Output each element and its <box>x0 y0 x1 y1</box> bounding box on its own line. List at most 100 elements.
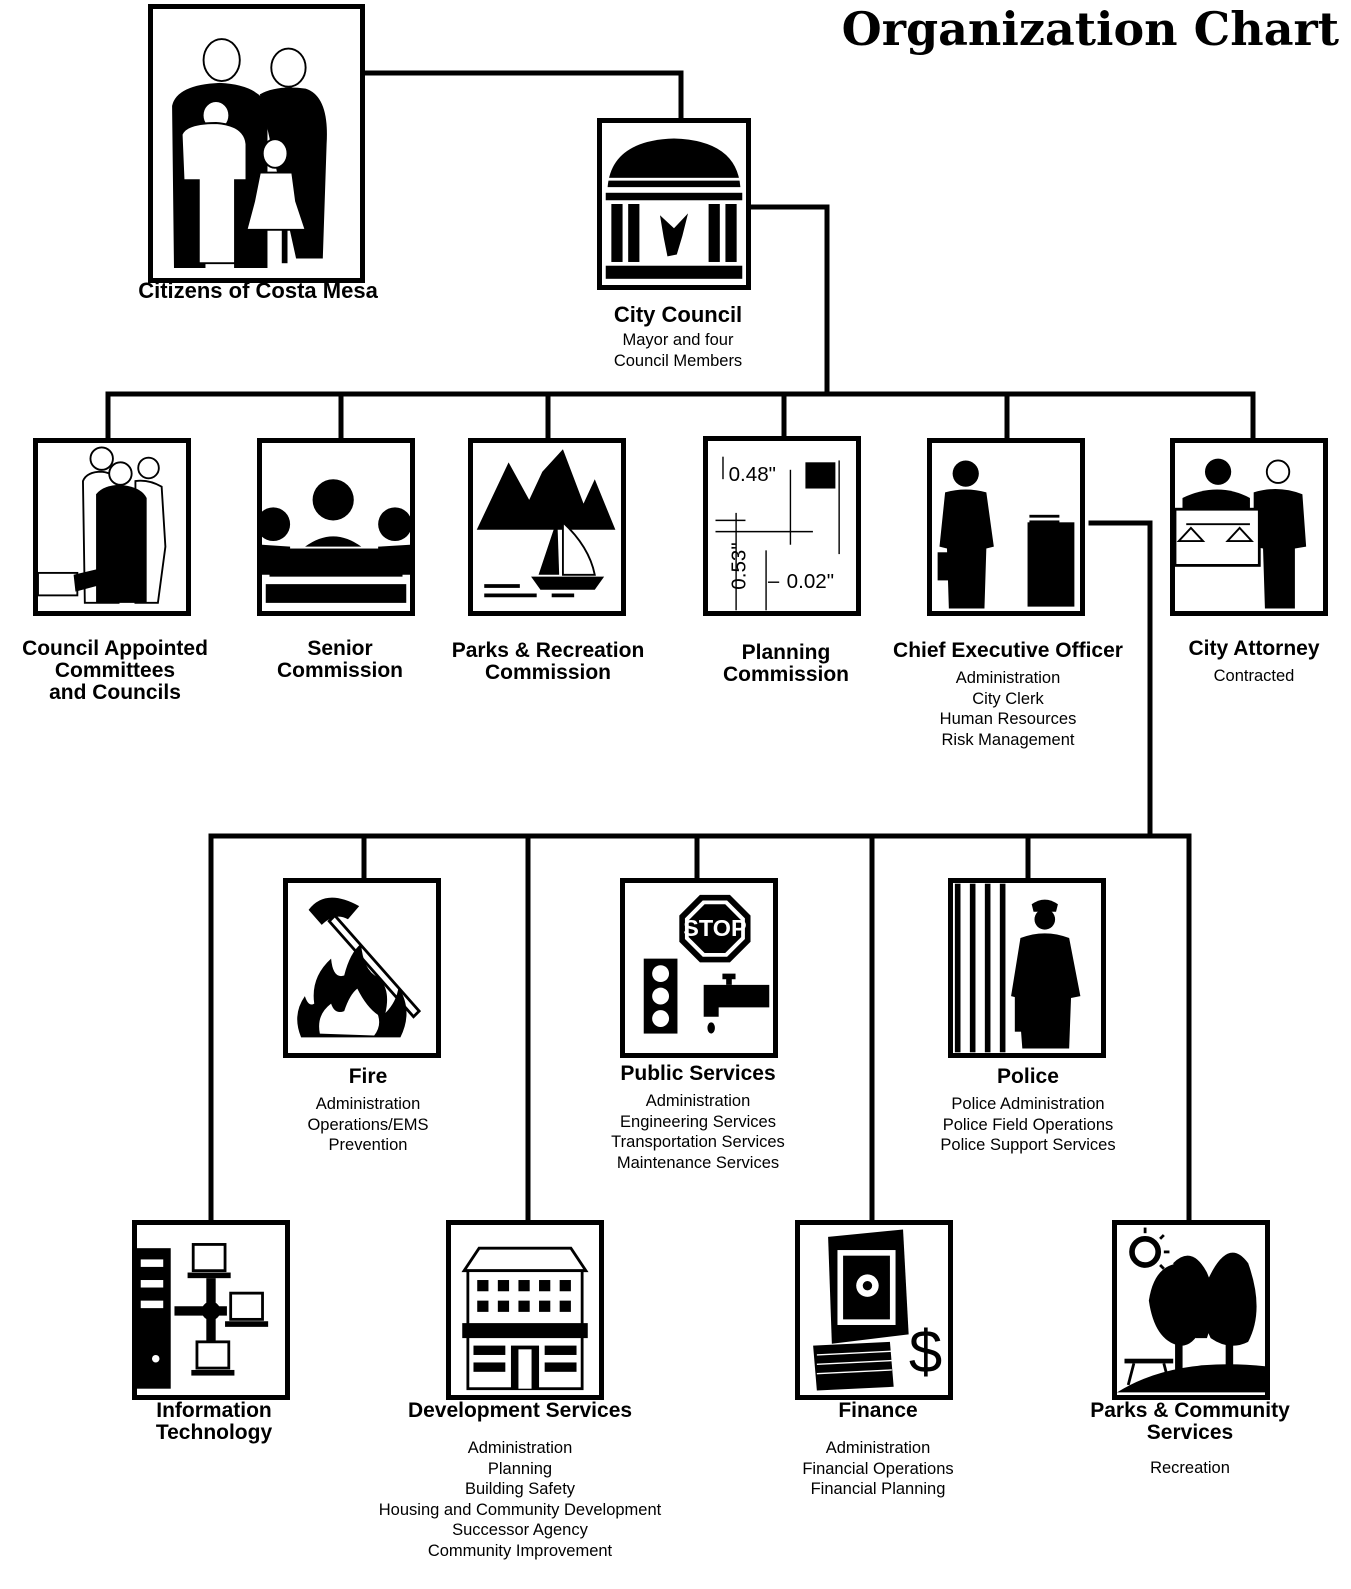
fire-sub: Operations/EMS <box>307 1115 429 1134</box>
ceo-sub: Administration <box>955 669 1061 687</box>
parks-community-name: Parks & Community <box>1090 1399 1290 1422</box>
parks-rec-commission-node <box>468 438 626 616</box>
connector-citizens-council <box>362 70 684 123</box>
city-council-node <box>597 118 751 290</box>
development-services-sub: Planning <box>487 1459 553 1478</box>
public-services-sub: Transportation Services <box>611 1133 785 1151</box>
public-services-sub: Administration <box>645 1092 751 1110</box>
blueprint-icon: 0.48" 0.53" 0.02" <box>715 456 840 611</box>
police-name: Police <box>997 1065 1059 1088</box>
finance-sub: Administration <box>825 1439 931 1457</box>
axe-flames-icon <box>297 897 422 1038</box>
dim-label-1: 0.48" <box>729 463 776 486</box>
development-services-sub: Housing and Community Development <box>378 1500 662 1519</box>
committees-name: and Councils <box>49 681 181 704</box>
committees-name: Council Appointed <box>22 637 208 660</box>
family-icon <box>172 38 327 268</box>
dollar-symbol: $ <box>909 1318 942 1385</box>
connector-ceo-departments <box>1088 520 1153 839</box>
development-services-node <box>446 1220 604 1400</box>
development-services-name: Development Services <box>407 1399 633 1422</box>
civic-building-eagle-icon <box>605 138 743 279</box>
safe-money-icon: $ <box>813 1229 942 1391</box>
fire-node <box>283 878 441 1058</box>
citizens-name: Citizens of Costa Mesa <box>138 278 378 303</box>
public-services-name: Public Services <box>620 1062 776 1085</box>
city-attorney-name: City Attorney <box>1188 637 1320 660</box>
senior-commission-label: Senior Commission <box>277 638 403 682</box>
development-services-sub: Successor Agency <box>452 1521 588 1539</box>
parks-rec-commission-label: Parks & Recreation Commission <box>452 640 645 684</box>
city-council-sub: Council Members <box>613 351 743 370</box>
ceo-name: Chief Executive Officer <box>893 639 1123 662</box>
parks-community-name: Services <box>1146 1421 1234 1444</box>
finance-sub: Financial Operations <box>802 1459 954 1478</box>
public-services-label: Public Services Administration Engineeri… <box>611 1063 785 1173</box>
police-sub: Police Administration <box>951 1095 1105 1113</box>
city-council-label: City Council Mayor and four Council Memb… <box>614 303 742 371</box>
building-icon <box>461 1246 589 1391</box>
police-node <box>948 878 1106 1058</box>
committees-label: Council Appointed Committees and Council… <box>22 638 208 704</box>
it-label: Information Technology <box>156 1400 272 1444</box>
finance-label: Finance Administration Financial Operati… <box>802 1400 953 1500</box>
development-services-sub: Community Improvement <box>427 1541 613 1560</box>
city-attorney-label: City Attorney Contracted <box>1188 638 1319 687</box>
citizens-node <box>148 4 365 283</box>
senior-commission-name: Senior <box>307 637 373 660</box>
dim-label-3: 0.02" <box>787 570 834 593</box>
parks-community-label: Parks & Community Services Recreation <box>1090 1400 1290 1479</box>
executive-desk-icon <box>937 460 1075 609</box>
police-sub: Police Field Operations <box>942 1115 1114 1134</box>
city-council-sub: Mayor and four <box>622 331 734 349</box>
scales-of-justice-icon <box>1175 458 1307 609</box>
finance-node: $ <box>795 1220 953 1400</box>
senior-commission-name: Commission <box>276 659 404 682</box>
city-council-name: City Council <box>613 302 743 327</box>
police-officer-icon <box>954 883 1081 1053</box>
development-services-sub: Building Safety <box>464 1480 576 1498</box>
fire-name: Fire <box>348 1065 388 1088</box>
fire-label: Fire Administration Operations/EMS Preve… <box>307 1066 428 1156</box>
police-sub: Police Support Services <box>940 1136 1116 1154</box>
ceo-label: Chief Executive Officer Administration C… <box>893 640 1123 750</box>
committees-node <box>33 438 191 616</box>
planning-commission-name: Planning <box>741 641 831 664</box>
appointed-people-icon <box>38 446 167 604</box>
page-title: Organization Chart <box>841 2 1339 56</box>
city-attorney-sub: Contracted <box>1213 667 1295 685</box>
city-attorney-node <box>1170 438 1328 616</box>
ceo-sub: Risk Management <box>941 730 1075 749</box>
fire-sub: Administration <box>315 1095 421 1113</box>
ceo-node <box>927 438 1085 616</box>
planning-commission-name: Commission <box>722 663 850 686</box>
planning-commission-label: Planning Commission <box>723 642 849 686</box>
ceo-sub: City Clerk <box>972 689 1044 708</box>
it-name: Technology <box>155 1421 273 1444</box>
public-services-sub: Maintenance Services <box>616 1153 780 1172</box>
public-services-sub: Engineering Services <box>620 1112 776 1131</box>
stop-sign-traffic-light-icon: STOP <box>643 894 770 1034</box>
parks-rec-commission-name: Commission <box>484 661 612 684</box>
parks-community-sub: Recreation <box>1150 1459 1230 1477</box>
finance-name: Finance <box>838 1399 918 1422</box>
it-name: Information <box>156 1399 272 1422</box>
trees-sun-picnic-icon <box>1117 1227 1265 1393</box>
connector-council-bus <box>749 204 830 397</box>
it-node <box>132 1220 290 1400</box>
development-services-label: Development Services Administration Plan… <box>379 1400 661 1561</box>
mountains-sailboat-icon <box>476 449 616 598</box>
police-label: Police Police Administration Police Fiel… <box>940 1066 1115 1156</box>
committees-name: Committees <box>54 659 176 682</box>
public-services-node: STOP <box>620 878 778 1058</box>
citizens-label: Citizens of Costa Mesa <box>138 279 378 302</box>
parks-rec-commission-name: Parks & Recreation <box>451 639 645 662</box>
development-services-sub: Administration <box>467 1439 573 1457</box>
parks-community-node <box>1112 1220 1270 1400</box>
computer-network-icon <box>137 1243 269 1389</box>
ceo-sub: Human Resources <box>939 710 1077 728</box>
finance-sub: Financial Planning <box>810 1480 946 1498</box>
planning-commission-node: 0.48" 0.53" 0.02" <box>703 436 861 616</box>
senior-commission-node <box>257 438 415 616</box>
